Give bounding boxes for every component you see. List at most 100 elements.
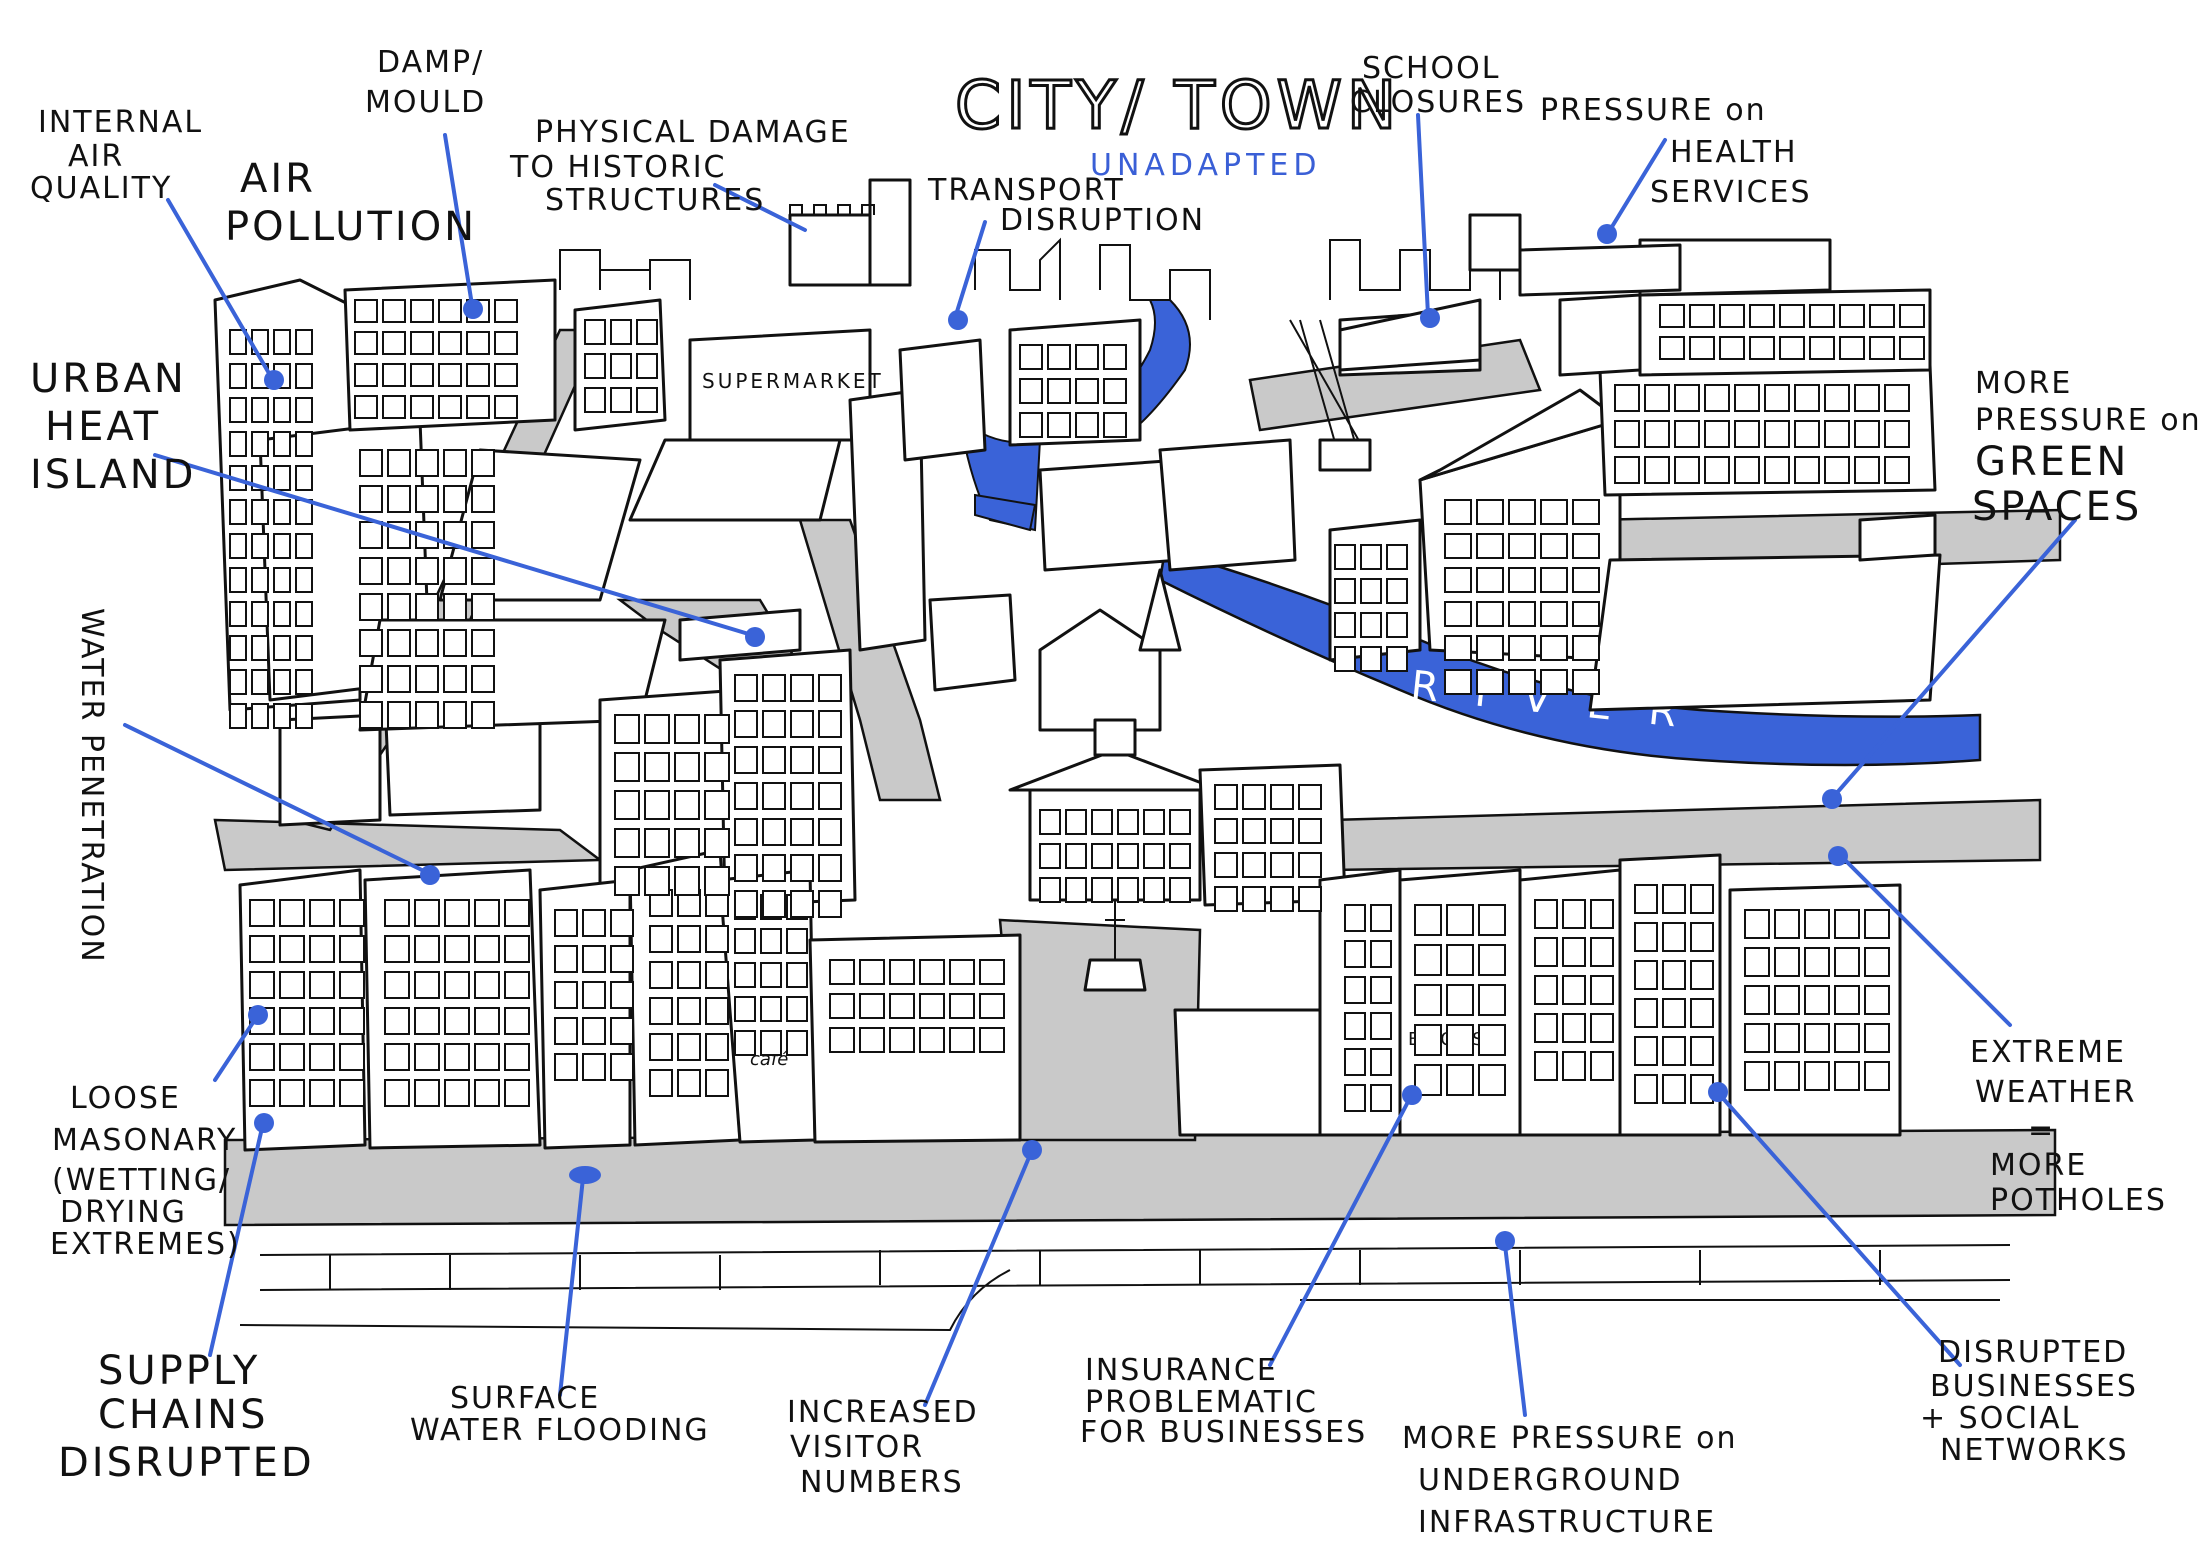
window bbox=[1242, 886, 1266, 912]
window bbox=[1614, 420, 1640, 448]
window bbox=[1386, 578, 1408, 604]
svg-text:GREEN: GREEN bbox=[1975, 439, 2129, 485]
window bbox=[1804, 1023, 1830, 1053]
window bbox=[295, 363, 313, 389]
window bbox=[1839, 304, 1865, 328]
svg-text:SUPPLY: SUPPLY bbox=[98, 1348, 260, 1394]
window bbox=[1039, 843, 1061, 869]
window bbox=[229, 329, 247, 355]
window bbox=[1508, 567, 1536, 593]
window bbox=[649, 925, 673, 953]
window bbox=[979, 993, 1005, 1019]
window bbox=[1019, 344, 1043, 370]
window bbox=[1644, 456, 1670, 484]
window bbox=[1662, 884, 1686, 914]
window bbox=[760, 996, 782, 1022]
window bbox=[1834, 1061, 1860, 1091]
window bbox=[1298, 818, 1322, 844]
window bbox=[1590, 975, 1614, 1005]
window bbox=[1344, 940, 1366, 968]
window bbox=[1590, 937, 1614, 967]
window bbox=[786, 996, 808, 1022]
window bbox=[818, 890, 842, 918]
window bbox=[1662, 960, 1686, 990]
window bbox=[354, 331, 378, 355]
window bbox=[1834, 985, 1860, 1015]
window bbox=[1774, 985, 1800, 1015]
window bbox=[471, 521, 495, 549]
window bbox=[438, 299, 462, 323]
window bbox=[1047, 412, 1071, 438]
window bbox=[415, 665, 439, 693]
window bbox=[1508, 669, 1536, 695]
svg-text:TO HISTORIC: TO HISTORIC bbox=[509, 150, 727, 185]
window bbox=[1869, 304, 1895, 328]
window bbox=[1446, 904, 1474, 936]
window bbox=[919, 959, 945, 985]
window bbox=[949, 1027, 975, 1053]
window bbox=[1572, 635, 1600, 661]
window bbox=[889, 959, 915, 985]
window bbox=[504, 1079, 530, 1107]
window bbox=[1662, 1036, 1686, 1066]
window bbox=[790, 782, 814, 810]
window bbox=[1091, 809, 1113, 835]
window bbox=[1614, 384, 1640, 412]
svg-text:SURFACE: SURFACE bbox=[450, 1381, 600, 1416]
window bbox=[1744, 985, 1770, 1015]
window bbox=[1562, 975, 1586, 1005]
window bbox=[471, 449, 495, 477]
window bbox=[279, 935, 305, 963]
svg-text:AIR: AIR bbox=[68, 139, 124, 174]
window bbox=[786, 962, 808, 988]
window bbox=[279, 1007, 305, 1035]
window bbox=[295, 601, 313, 627]
svg-text:NUMBERS: NUMBERS bbox=[800, 1465, 964, 1500]
window bbox=[554, 909, 578, 937]
window bbox=[474, 1043, 500, 1071]
window bbox=[1091, 843, 1113, 869]
window bbox=[1047, 344, 1071, 370]
window bbox=[1674, 420, 1700, 448]
window bbox=[1689, 336, 1715, 360]
svg-text:MASONARY: MASONARY bbox=[52, 1123, 237, 1158]
window bbox=[1854, 420, 1880, 448]
window bbox=[229, 431, 247, 457]
window bbox=[786, 1030, 808, 1056]
window bbox=[471, 557, 495, 585]
label-extreme-weather: EXTREME WEATHER = MORE POTHOLES bbox=[1970, 1035, 2165, 1218]
label-supply-chains: SUPPLY CHAINS DISRUPTED bbox=[58, 1348, 312, 1486]
window bbox=[1386, 646, 1408, 672]
window bbox=[614, 866, 640, 896]
svg-text:POLLUTION: POLLUTION bbox=[225, 204, 477, 250]
window bbox=[339, 971, 365, 999]
window bbox=[677, 1033, 701, 1061]
window bbox=[734, 818, 758, 846]
window bbox=[705, 1069, 729, 1097]
window bbox=[818, 818, 842, 846]
window bbox=[279, 971, 305, 999]
window bbox=[610, 1017, 634, 1045]
window bbox=[1508, 601, 1536, 627]
window bbox=[1019, 412, 1043, 438]
window bbox=[1734, 384, 1760, 412]
svg-text:MORE: MORE bbox=[1975, 366, 2072, 401]
window bbox=[494, 395, 518, 419]
svg-text:DRYING: DRYING bbox=[60, 1195, 187, 1230]
window bbox=[1476, 567, 1504, 593]
window bbox=[1444, 635, 1472, 661]
window bbox=[295, 465, 313, 491]
svg-text:MORE: MORE bbox=[1990, 1148, 2087, 1183]
window bbox=[762, 782, 786, 810]
window bbox=[229, 533, 247, 559]
window bbox=[1634, 960, 1658, 990]
window bbox=[251, 635, 269, 661]
window bbox=[790, 854, 814, 882]
window bbox=[1344, 976, 1366, 1004]
window bbox=[273, 465, 291, 491]
window bbox=[979, 959, 1005, 985]
window bbox=[415, 701, 439, 729]
window bbox=[1270, 784, 1294, 810]
label-surface-water: SURFACE WATER FLOODING bbox=[410, 1381, 708, 1448]
window bbox=[1562, 1051, 1586, 1081]
